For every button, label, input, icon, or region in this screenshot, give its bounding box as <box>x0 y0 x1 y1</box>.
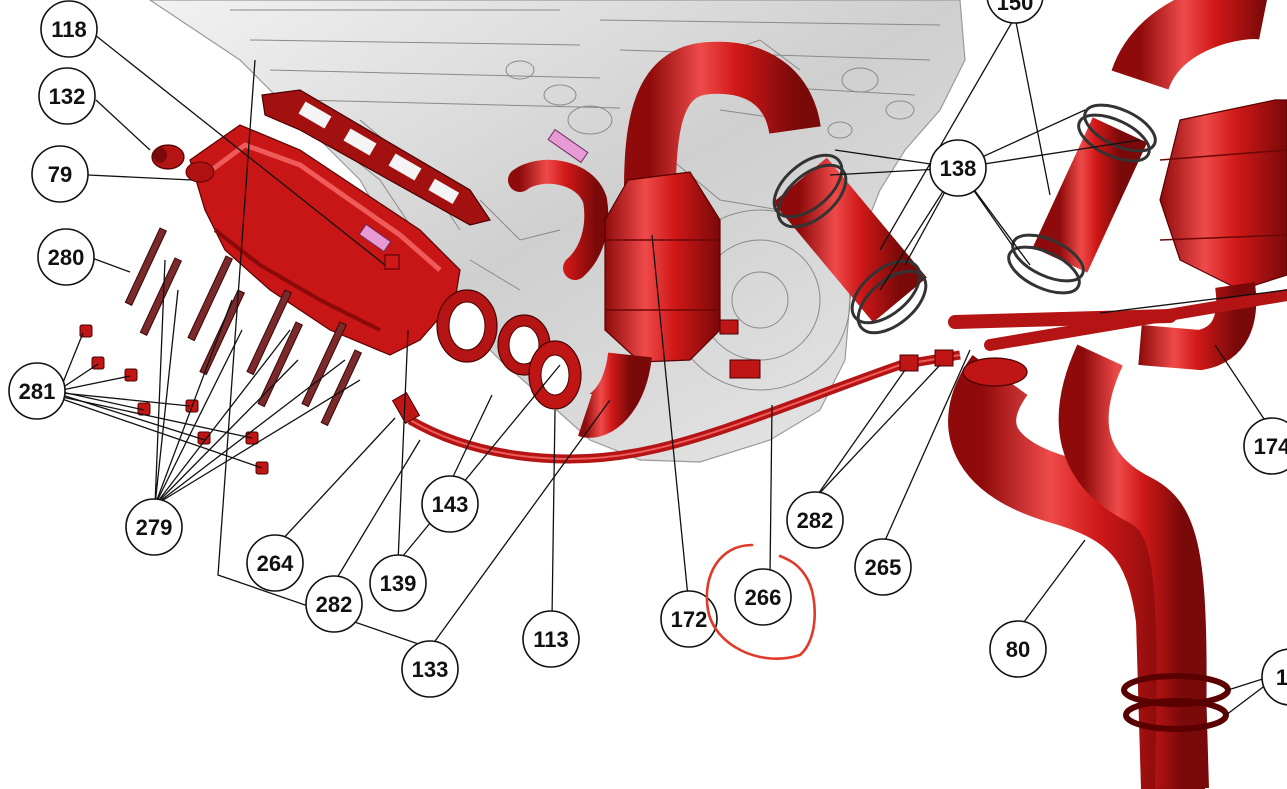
manifold-studs <box>124 227 363 427</box>
svg-text:80: 80 <box>1006 637 1030 662</box>
svg-text:282: 282 <box>316 592 353 617</box>
oxygen-sensor-left <box>358 223 400 270</box>
callout-113: 113 <box>522 610 580 668</box>
callout-132: 132 <box>38 67 96 125</box>
callout-139: 139 <box>369 554 427 612</box>
callout-143: 143 <box>421 475 479 533</box>
svg-text:172: 172 <box>671 607 708 632</box>
highlight-circle-266 <box>705 543 816 660</box>
svg-text:279: 279 <box>136 515 173 540</box>
svg-text:281: 281 <box>19 379 56 404</box>
callout-280: 280 <box>37 228 95 286</box>
callout-138: 138 <box>929 139 987 197</box>
svg-text:280: 280 <box>48 245 85 270</box>
flange-rings <box>436 289 582 410</box>
callout-282-right: 282 <box>786 491 844 549</box>
svg-text:118: 118 <box>51 17 87 42</box>
svg-text:133: 133 <box>412 657 449 682</box>
callout-150: 150 <box>986 0 1044 24</box>
sensor-tube-266 <box>391 319 961 464</box>
callout-172: 172 <box>660 590 718 648</box>
callout-80: 80 <box>989 620 1047 678</box>
svg-text:113: 113 <box>533 627 569 652</box>
callout-1-partial: 1 <box>1261 648 1287 706</box>
svg-text:1: 1 <box>1276 665 1287 690</box>
svg-text:264: 264 <box>257 551 294 576</box>
svg-text:139: 139 <box>380 571 417 596</box>
y-pipe <box>948 344 1231 789</box>
svg-text:282: 282 <box>797 508 834 533</box>
callout-174: 174 <box>1243 417 1287 475</box>
leader-lines <box>61 16 1287 716</box>
stud-nuts <box>79 324 269 475</box>
callout-79: 79 <box>31 145 89 203</box>
bent-pipe-small <box>508 159 609 280</box>
nut-part <box>151 144 185 170</box>
connector-pipe-center <box>772 153 928 335</box>
svg-text:150: 150 <box>997 0 1034 15</box>
svg-text:265: 265 <box>865 555 902 580</box>
svg-text:79: 79 <box>48 162 72 187</box>
callout-264: 264 <box>246 534 304 592</box>
callout-133: 133 <box>401 640 459 698</box>
callout-118: 118 <box>40 0 98 58</box>
manifold-gasket <box>261 89 491 226</box>
exhaust-manifold-left <box>185 124 461 356</box>
svg-text:143: 143 <box>432 492 469 517</box>
connector-pipe-right <box>1007 103 1157 295</box>
svg-text:174: 174 <box>1254 434 1287 459</box>
callout-266: 266 <box>734 568 792 626</box>
crossover-rod <box>948 289 1287 351</box>
svg-text:132: 132 <box>49 84 86 109</box>
callout-265: 265 <box>854 538 912 596</box>
callout-282-left: 282 <box>305 575 363 633</box>
oxygen-sensor-center <box>547 128 589 164</box>
svg-text:266: 266 <box>745 585 782 610</box>
svg-text:138: 138 <box>940 156 977 181</box>
callouts: 150 118 132 79 280 281 279 264 <box>8 0 1287 706</box>
callout-279: 279 <box>125 498 183 556</box>
catalytic-converter-center <box>578 41 821 438</box>
callout-281: 281 <box>8 362 66 420</box>
